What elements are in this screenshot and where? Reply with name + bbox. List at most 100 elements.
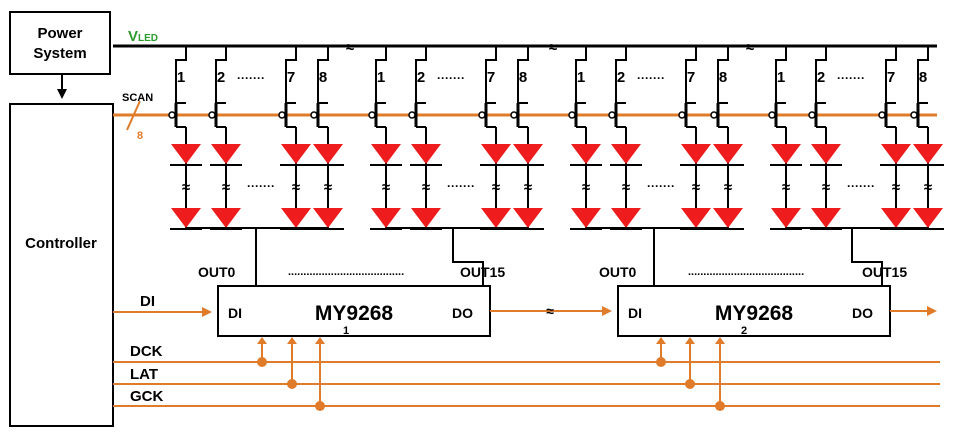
led-column: 1≈: [368, 46, 402, 230]
vled-label: V: [128, 28, 138, 45]
out0-label: OUT0: [599, 264, 637, 280]
led-column: 7≈: [678, 46, 712, 230]
dck-label: DCK: [130, 343, 163, 360]
chip-do-pin: DO: [452, 305, 473, 321]
column-number: 2: [217, 69, 225, 86]
clock-pin-arrow: [656, 337, 666, 344]
column-ellipsis: ·······: [437, 71, 465, 85]
led-string-break: ≈: [622, 179, 630, 196]
led-triangle: [211, 208, 241, 228]
chip-do-pin: DO: [852, 305, 873, 321]
vled-tap: [575, 46, 587, 103]
chip-index: 2: [741, 325, 747, 337]
out15-wire: [452, 228, 484, 286]
led-triangle: [481, 144, 511, 164]
transistor-gate: [710, 111, 718, 119]
led-column: 7≈: [878, 46, 912, 230]
signal-bus: DI DCK LAT GCK: [113, 293, 940, 407]
led-string-break: ≈: [692, 179, 700, 196]
scan-rail: SCAN 8: [113, 92, 937, 142]
out15-label: OUT15: [862, 264, 907, 280]
vled-break-symbol: ≈: [346, 39, 354, 56]
transistor-gate: [478, 111, 486, 119]
transistor-gate: [408, 111, 416, 119]
led-group: 1≈2≈7≈8≈··············: [368, 46, 544, 230]
led-triangle: [881, 208, 911, 228]
led-column: 8≈: [310, 46, 344, 230]
vled-tap: [285, 46, 297, 103]
chip-body: [217, 285, 491, 337]
led-column: 1≈: [168, 46, 202, 230]
out0-label: OUT0: [198, 264, 236, 280]
column-number: 1: [777, 69, 785, 86]
led-triangle: [681, 208, 711, 228]
vled-tap: [317, 46, 329, 103]
led-column: 1≈: [768, 46, 802, 230]
led-group: 1≈2≈7≈8≈··············: [768, 46, 944, 230]
column-number: 7: [887, 69, 895, 86]
chip-di-pin: DI: [628, 305, 642, 321]
vled-subscript: LED: [138, 33, 158, 44]
transistor-gate: [368, 111, 376, 119]
chain-break-symbol: ≈: [546, 303, 554, 319]
led-string-break: ≈: [422, 179, 430, 196]
scan-bus-slash: [126, 100, 141, 131]
output-ellipsis: ......................................: [288, 266, 404, 278]
led-triangle: [211, 144, 241, 164]
led-column: 8≈: [710, 46, 744, 230]
led-string-break: ≈: [182, 179, 190, 196]
led-string-break: ≈: [492, 179, 500, 196]
rail-break-symbols: ≈≈≈: [346, 39, 754, 56]
led-triangle: [313, 144, 343, 164]
out15-label: OUT15: [460, 264, 505, 280]
led-columns: 1≈2≈7≈8≈··············1≈2≈7≈8≈··········…: [168, 46, 944, 230]
led-string-break: ≈: [324, 179, 332, 196]
led-column: 7≈: [278, 46, 312, 230]
led-triangle: [611, 208, 641, 228]
vled-tap: [415, 46, 427, 103]
vled-tap: [175, 46, 187, 103]
led-triangle: [713, 144, 743, 164]
led-triangle: [171, 144, 201, 164]
led-triangle: [371, 208, 401, 228]
led-triangle: [771, 144, 801, 164]
led-triangle: [913, 208, 943, 228]
vled-tap: [717, 46, 729, 103]
controller-block: Controller: [9, 103, 114, 427]
column-number: 8: [519, 69, 527, 86]
driver-chip-module: OUT0 OUT15...............................…: [198, 228, 505, 411]
chip-di-pin: DI: [228, 305, 242, 321]
vled-tap: [815, 46, 827, 103]
transistor-gate: [768, 111, 776, 119]
led-triangle: [771, 208, 801, 228]
gck-label: GCK: [130, 388, 164, 405]
led-triangle: [713, 208, 743, 228]
led-triangle: [811, 144, 841, 164]
led-string-break: ≈: [724, 179, 732, 196]
lat-label: LAT: [130, 366, 158, 383]
led-triangle: [571, 144, 601, 164]
power-label-line1: Power: [37, 25, 82, 42]
led-triangle: [171, 208, 201, 228]
chip-body: [617, 285, 891, 337]
led-triangle: [371, 144, 401, 164]
column-number: 2: [417, 69, 425, 86]
led-triangle: [411, 208, 441, 228]
transistor-gate: [510, 111, 518, 119]
scan-label: SCAN: [122, 92, 153, 104]
clock-pin-arrow: [315, 337, 325, 344]
led-string-break: ≈: [822, 179, 830, 196]
led-triangle: [313, 208, 343, 228]
led-triangle: [513, 144, 543, 164]
led-triangle: [281, 208, 311, 228]
controller-label: Controller: [25, 235, 97, 252]
led-column: 8≈: [910, 46, 944, 230]
led-row-ellipsis: ·······: [447, 179, 475, 193]
vled-tap: [917, 46, 929, 103]
led-string-break: ≈: [382, 179, 390, 196]
led-column: 8≈: [510, 46, 544, 230]
led-string-break: ≈: [924, 179, 932, 196]
vled-rail: VLED: [113, 28, 937, 48]
